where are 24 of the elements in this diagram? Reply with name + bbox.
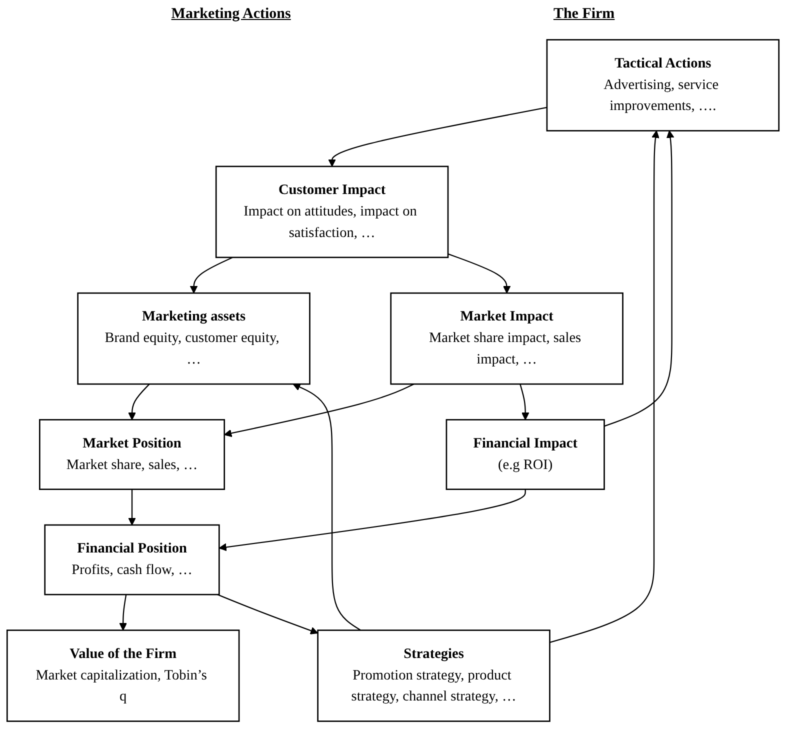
arrow (128, 384, 150, 420)
node-box: Financial Position Profits, cash flow, … (44, 524, 220, 596)
arrow (218, 489, 526, 552)
arrow (328, 106, 548, 167)
node-box: Market Position Market share, sales, … (39, 419, 226, 490)
arrow (119, 594, 128, 631)
node-box: Tactical Actions Advertising, service improvements, …. (546, 39, 780, 132)
arrow (550, 130, 660, 643)
node-box: Marketing assets Brand equity, customer equity, … (77, 292, 310, 385)
arrow (604, 130, 674, 427)
arrow (224, 384, 414, 438)
column-heading: Marketing Actions (171, 6, 291, 23)
arrow (292, 383, 361, 631)
arrow (128, 489, 136, 526)
node-box: Strategies Promotion strategy, product strategy, channel strategy, … (317, 630, 550, 722)
column-heading: The Firm (553, 6, 615, 23)
arrow (217, 594, 318, 634)
node-box: Market Impact Market share impact, sales impact, … (390, 292, 624, 385)
node-box: Customer Impact Impact on attitudes, impact on satisfaction, … (215, 166, 449, 258)
node-box: Financial Impact (e.g ROI) (446, 419, 605, 490)
arrow (520, 384, 530, 420)
arrow (448, 253, 511, 294)
arrow (190, 256, 233, 294)
node-box: Value of the Firm Market capitalization, Tobin’s q (6, 630, 240, 722)
